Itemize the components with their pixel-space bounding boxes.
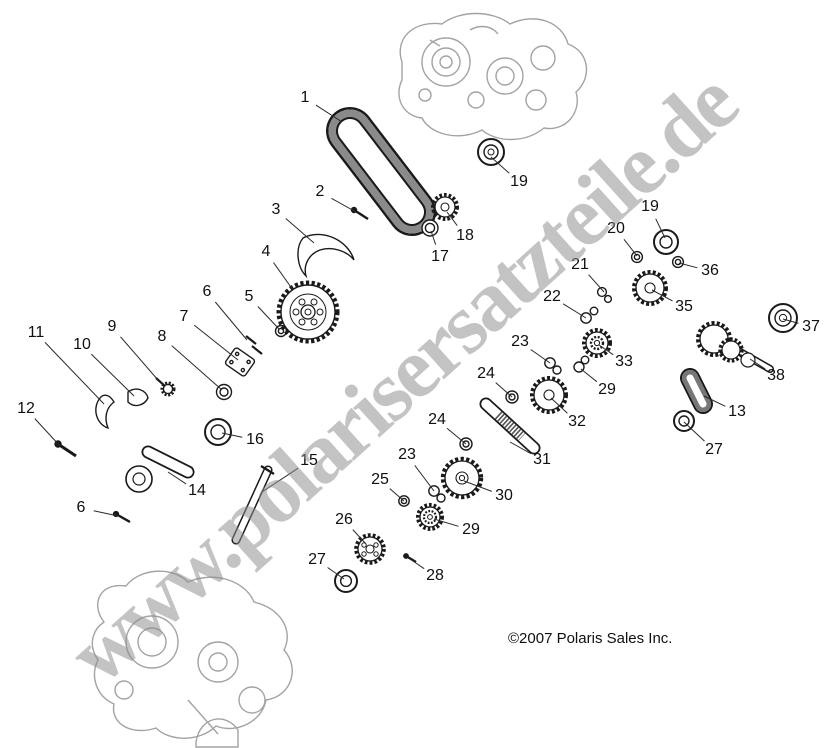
engine-case-top: [398, 12, 588, 141]
leader-line-22: [562, 303, 587, 319]
leader-line-13: [703, 395, 726, 407]
leader-line-31: [509, 441, 531, 455]
leader-line-1: [315, 104, 343, 123]
leader-line-26: [352, 529, 367, 545]
leader-line-23: [530, 349, 551, 364]
bearing-parts: [204, 138, 798, 593]
leader-line-29: [580, 368, 598, 383]
drive-belt: [326, 107, 436, 236]
leader-line-29: [433, 518, 459, 527]
shaft-parts: [125, 321, 774, 545]
leader-line-24: [495, 382, 513, 398]
leader-line-7: [193, 324, 239, 361]
leader-line-33: [598, 344, 614, 356]
gear-parts: [276, 193, 668, 565]
leader-lines: [34, 104, 799, 580]
leader-line-24: [446, 427, 467, 445]
leader-line-6: [214, 301, 248, 341]
leader-line-19: [490, 156, 510, 174]
leader-line-25: [389, 488, 405, 502]
copyright-notice: ©2007 Polaris Sales Inc.: [508, 630, 673, 647]
leader-line-27: [683, 421, 705, 442]
leader-line-38: [749, 358, 766, 370]
leader-line-15: [261, 467, 299, 493]
leader-line-6: [93, 510, 119, 517]
bracket-parts: [95, 233, 355, 430]
leader-line-12: [34, 418, 61, 447]
leader-line-2: [331, 197, 357, 213]
leader-line-20: [623, 238, 638, 257]
leader-line-5: [257, 306, 280, 330]
leader-line-19: [655, 218, 666, 239]
leader-line-9: [120, 336, 159, 381]
leader-line-3: [285, 218, 315, 244]
leader-line-28: [409, 558, 425, 570]
leader-line-4: [273, 262, 294, 291]
leader-line-35: [651, 289, 673, 302]
fastener-parts: [54, 206, 685, 564]
leader-line-21: [588, 274, 605, 293]
leader-line-11: [44, 342, 105, 405]
engine-case-bottom: [91, 570, 293, 748]
leader-line-27: [327, 567, 345, 580]
chain-loop: [680, 368, 713, 414]
leader-line-10: [90, 353, 135, 397]
leader-line-23: [414, 465, 435, 492]
leader-line-18: [446, 211, 458, 226]
leader-line-17: [430, 230, 437, 245]
leader-line-14: [167, 471, 187, 485]
leader-line-32: [550, 397, 568, 414]
leader-line-37: [782, 318, 799, 324]
leader-line-36: [678, 262, 698, 269]
leader-line-8: [171, 345, 223, 391]
leader-line-30: [463, 480, 492, 492]
belt-guard: [297, 233, 355, 279]
leader-line-16: [221, 432, 243, 438]
